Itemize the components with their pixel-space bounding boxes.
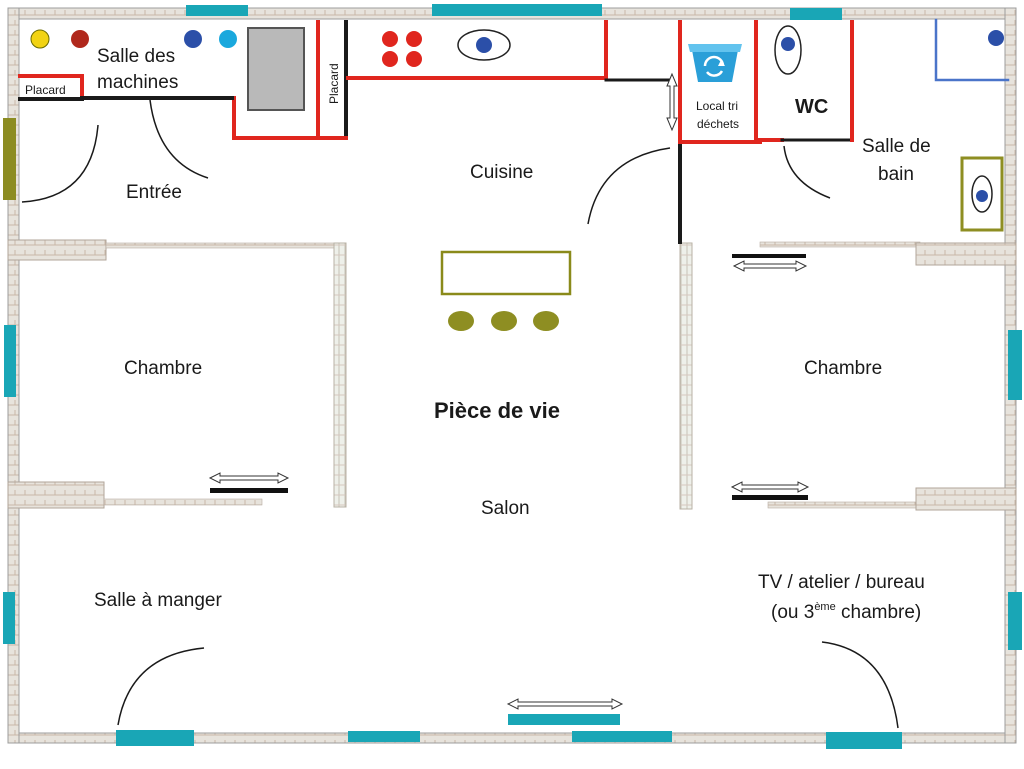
machine-cabinet: [247, 27, 305, 111]
toilet-fixture: [774, 25, 802, 75]
bar-stools: [448, 311, 559, 331]
label-cuisine: Cuisine: [470, 162, 533, 183]
label-salle-machines-1: Salle des: [97, 46, 175, 67]
utility-walls: [18, 18, 1010, 244]
kitchen-island: [440, 250, 572, 296]
blue-machine-circle: [184, 30, 202, 48]
recycle-bin-icon: [688, 44, 742, 82]
shower-fixture: [960, 156, 1004, 232]
red-machine-circle: [71, 30, 89, 48]
cooktop: [382, 31, 422, 67]
label-placard-left: Placard: [25, 83, 66, 97]
room-labels: Salle des machines Placard Placard Entré…: [25, 46, 931, 623]
label-ou-3: (ou 3: [771, 602, 814, 623]
label-salle-bain-2: bain: [878, 164, 914, 185]
label-ou-3eme-chambre: (ou 3ème chambre): [771, 601, 921, 623]
label-chambre-left: Chambre: [124, 358, 202, 379]
label-entree: Entrée: [126, 182, 182, 203]
label-piece-de-vie: Pièce de vie: [434, 398, 560, 423]
label-salle-a-manger: Salle à manger: [94, 590, 222, 611]
label-local-tri-1: Local tri: [696, 99, 738, 113]
label-local-tri-2: déchets: [697, 117, 739, 131]
machine-circles: [30, 29, 237, 49]
windows: [3, 4, 1022, 749]
label-tv-atelier-bureau: TV / atelier / bureau: [758, 572, 925, 593]
label-eme-superscript: ème: [814, 601, 835, 613]
interior-partitions: [7, 239, 1017, 511]
bathroom-sink-circle: [988, 30, 1004, 46]
kitchen-sink: [457, 29, 511, 61]
label-chambre-close: chambre): [836, 602, 922, 623]
label-salle-bain-1: Salle de: [862, 136, 931, 157]
yellow-machine-circle: [30, 29, 50, 49]
label-wc: WC: [795, 96, 828, 118]
label-salle-machines-2: machines: [97, 72, 178, 93]
door-swings: [21, 99, 899, 729]
sliding-doors: [208, 72, 810, 725]
lightblue-machine-circle: [219, 30, 237, 48]
label-chambre-right: Chambre: [804, 358, 882, 379]
label-salon: Salon: [481, 498, 530, 519]
label-placard-vertical: Placard: [327, 63, 341, 104]
